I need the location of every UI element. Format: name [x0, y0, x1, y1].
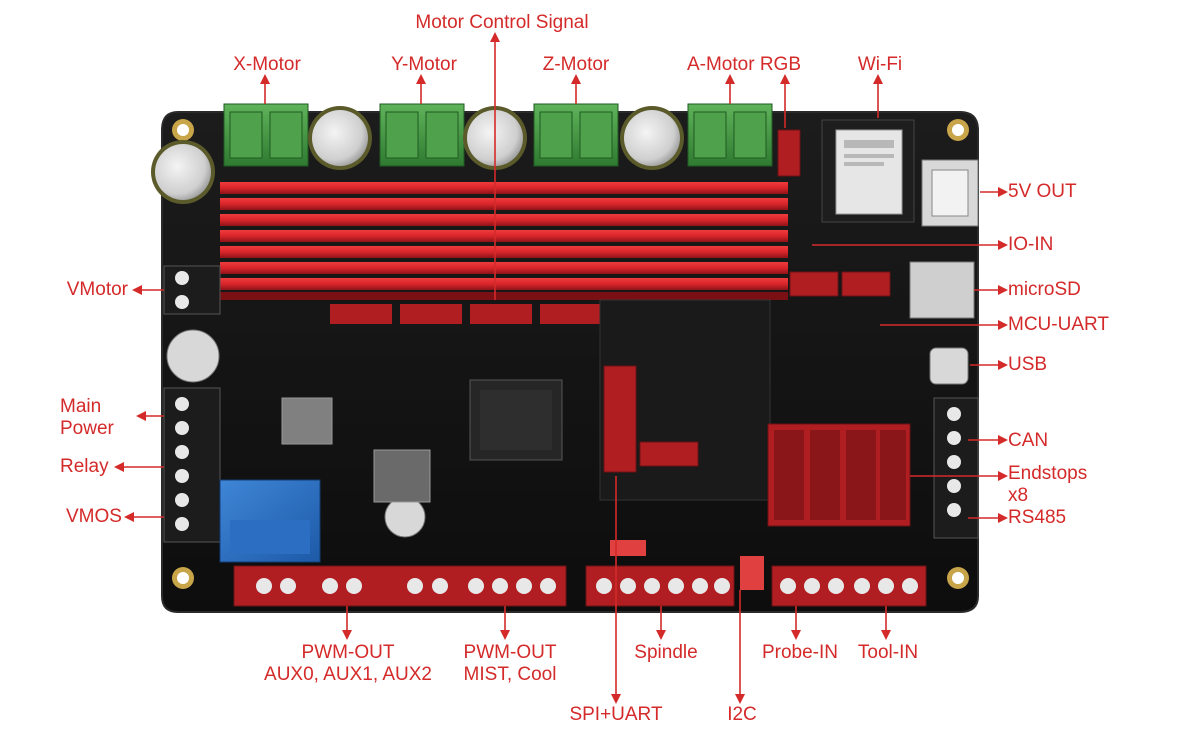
usb-c-port	[929, 347, 969, 385]
label-can: CAN	[1008, 430, 1049, 451]
label-probe-in: Probe-IN	[761, 642, 839, 663]
label-y-motor: Y-Motor	[391, 54, 457, 75]
label-z-motor: Z-Motor	[542, 54, 610, 75]
io-in-header-2	[841, 271, 891, 297]
label-endstops-text: Endstops	[1008, 463, 1088, 484]
a-motor-terminal	[687, 103, 773, 167]
label-main-power: Main Power	[60, 396, 114, 440]
label-a-motor-rgb: A-Motor RGB	[686, 54, 802, 75]
rgb-header	[777, 129, 801, 177]
bottom-terminals	[233, 565, 927, 607]
capacitors	[151, 106, 684, 538]
motor-terminals	[223, 103, 773, 167]
label-motor-control-signal: Motor Control Signal	[415, 12, 589, 33]
mcu-chip	[469, 379, 563, 461]
y-motor-terminal	[379, 103, 465, 167]
arrowheads	[114, 32, 1008, 704]
i2c-header	[740, 556, 764, 590]
label-spi-uart: SPI+UART	[569, 704, 663, 725]
label-spindle: Spindle	[634, 642, 698, 663]
label-pwm-out-aux-sub: AUX0, AUX1, AUX2	[264, 664, 432, 685]
label-vmos: VMOS	[66, 506, 122, 527]
label-pwm-out-aux-title: PWM-OUT	[301, 642, 395, 663]
label-x-motor: X-Motor	[233, 54, 301, 75]
relay	[219, 479, 321, 563]
heatsink	[220, 182, 788, 300]
label-vmotor: VMotor	[66, 279, 128, 300]
usb-a-port	[921, 159, 979, 227]
label-tool-in: Tool-IN	[857, 642, 919, 663]
aux-header	[639, 441, 699, 467]
label-microsd: microSD	[1008, 279, 1081, 300]
microsd-slot	[909, 261, 975, 319]
z-motor-terminal	[533, 103, 619, 167]
x-motor-terminal	[223, 103, 309, 167]
wifi-module	[821, 119, 915, 223]
label-io-in: IO-IN	[1008, 234, 1054, 255]
motor-signal-headers	[330, 304, 602, 324]
label-mcu-uart: MCU-UART	[1008, 314, 1109, 335]
label-wifi: Wi-Fi	[857, 54, 903, 75]
label-pwm-out-mist-sub: MIST, Cool	[463, 664, 557, 685]
left-terminals	[163, 265, 221, 543]
inductor-2	[281, 397, 333, 445]
spi-small-header	[610, 540, 646, 556]
label-i2c: I2C	[727, 704, 757, 725]
label-usb: USB	[1008, 354, 1048, 375]
label-pwm-out-mist: PWM-OUT MIST, Cool	[464, 642, 557, 686]
spi-uart-header	[603, 365, 637, 473]
label-endstops-count: x8	[1008, 485, 1029, 506]
endstop-headers	[767, 423, 911, 527]
right-terminals	[933, 397, 979, 539]
label-5v-out: 5V OUT	[1008, 181, 1077, 202]
label-pwm-out-aux: PWM-OUT AUX0, AUX1, AUX2	[264, 642, 432, 686]
inductor	[373, 449, 431, 503]
label-main-power-line1: Main	[60, 396, 102, 417]
label-main-power-line2: Power	[60, 418, 114, 439]
label-relay: Relay	[60, 456, 109, 477]
label-pwm-out-mist-title: PWM-OUT	[463, 642, 557, 663]
io-in-header-1	[789, 271, 839, 297]
label-rs485: RS485	[1008, 507, 1067, 528]
label-endstops: Endstops x8	[1008, 463, 1087, 507]
